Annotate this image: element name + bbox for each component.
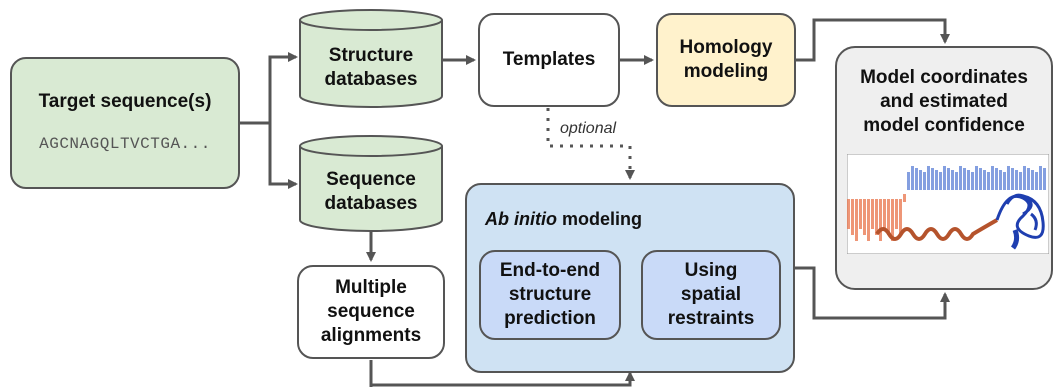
confidence-bar xyxy=(1019,172,1022,190)
msa-box: Multiple sequence alignments xyxy=(297,265,445,359)
confidence-bar xyxy=(855,199,858,241)
target-sequence-title: Target sequence(s) xyxy=(38,91,212,112)
structure-db-line1: Structure xyxy=(328,45,414,66)
arrow-msa-to-abinitio xyxy=(369,360,630,387)
confidence-bar xyxy=(927,166,930,190)
confidence-bar xyxy=(899,199,902,235)
sequence-db-line2: databases xyxy=(324,193,418,214)
confidence-bar xyxy=(959,166,962,190)
templates-label: Templates xyxy=(502,49,596,70)
templates-box: Templates xyxy=(478,13,620,107)
end-to-end-line3: prediction xyxy=(504,308,596,329)
arrow-target-to-sequence-db xyxy=(268,123,298,189)
confidence-bar xyxy=(859,199,862,229)
confidence-bar xyxy=(847,199,850,229)
msa-line2: sequence xyxy=(327,301,415,322)
confidence-bar xyxy=(1027,168,1030,190)
model-output-title: Model coordinates and estimated model co… xyxy=(837,66,1051,138)
sequence-databases-cylinder xyxy=(299,135,443,232)
spatial-line3: restraints xyxy=(667,308,755,329)
confidence-bar xyxy=(1011,168,1014,190)
output-line1: Model coordinates xyxy=(860,67,1028,88)
sequence-databases-label: Sequence databases xyxy=(298,168,444,216)
confidence-bar xyxy=(991,166,994,190)
confidence-bar xyxy=(875,199,878,235)
structure-databases-cylinder xyxy=(299,9,443,108)
homology-line1: Homology xyxy=(679,37,773,58)
target-sequence-value: AGCNAGQLTVCTGA... xyxy=(39,135,211,153)
homology-modeling-box: Homology modeling xyxy=(656,13,796,107)
confidence-bar xyxy=(887,199,890,235)
confidence-bar xyxy=(923,172,926,190)
confidence-bar xyxy=(911,166,914,190)
confidence-bar xyxy=(967,170,970,190)
confidence-bar xyxy=(851,199,854,235)
confidence-bar xyxy=(871,199,874,229)
confidence-bar xyxy=(951,170,954,190)
arrow-target-to-structure-db xyxy=(240,52,298,125)
abinitio-title-rest: modeling xyxy=(556,209,642,229)
target-sequence-box: Target sequence(s) AGCNAGQLTVCTGA... xyxy=(10,57,240,189)
confidence-bar xyxy=(907,172,910,190)
confidence-structure-image xyxy=(847,154,1049,254)
confidence-bar xyxy=(947,168,950,190)
homology-line2: modeling xyxy=(683,61,769,82)
confidence-bar xyxy=(867,199,870,241)
spatial-restraints-box: Using spatial restraints xyxy=(641,250,781,340)
model-output-box: Model coordinates and estimated model co… xyxy=(835,46,1053,290)
confidence-bar xyxy=(995,168,998,190)
confidence-bar xyxy=(1003,172,1006,190)
confidence-bar xyxy=(863,199,866,235)
spatial-line1: Using xyxy=(684,260,738,281)
confidence-bar xyxy=(1023,166,1026,190)
msa-line1: Multiple xyxy=(335,277,407,298)
confidence-bar xyxy=(971,172,974,190)
confidence-bar xyxy=(939,172,942,190)
folded-domain xyxy=(995,193,1045,250)
structure-databases-label: Structure databases xyxy=(298,44,444,92)
sequence-db-line1: Sequence xyxy=(326,169,416,190)
confidence-bar xyxy=(999,170,1002,190)
confidence-bar xyxy=(955,172,958,190)
confidence-bar xyxy=(883,199,886,229)
helix-ribbon xyxy=(875,218,998,241)
abinitio-title-italic: Ab initio xyxy=(485,209,557,229)
confidence-bar xyxy=(915,168,918,190)
confidence-bar xyxy=(975,166,978,190)
confidence-bar xyxy=(879,199,882,241)
arrow-homology-to-output xyxy=(796,18,950,62)
confidence-bar xyxy=(903,194,906,202)
structure-db-line2: databases xyxy=(324,69,418,90)
confidence-bar xyxy=(919,170,922,190)
confidence-bar xyxy=(891,199,894,241)
confidence-bar xyxy=(1031,170,1034,190)
output-line2: and estimated xyxy=(880,91,1008,112)
confidence-bar xyxy=(895,199,898,229)
confidence-bar xyxy=(943,166,946,190)
abinitio-title: Ab initio modeling xyxy=(485,207,642,231)
end-to-end-prediction-box: End-to-end structure prediction xyxy=(479,250,621,340)
confidence-bar xyxy=(935,170,938,190)
confidence-bar xyxy=(1043,168,1046,190)
confidence-bar xyxy=(1039,166,1042,190)
confidence-bar xyxy=(1007,166,1010,190)
spatial-line2: spatial xyxy=(680,284,742,305)
arrow-templates-optional-to-abinitio xyxy=(546,108,635,180)
end-to-end-line2: structure xyxy=(508,284,592,305)
confidence-bar xyxy=(1015,170,1018,190)
confidence-bar xyxy=(931,168,934,190)
end-to-end-line1: End-to-end xyxy=(499,260,601,281)
msa-line3: alignments xyxy=(320,325,422,346)
optional-label: optional xyxy=(560,120,617,137)
arrow-abinitio-to-output xyxy=(794,266,950,320)
confidence-bar xyxy=(987,172,990,190)
confidence-bar xyxy=(963,168,966,190)
confidence-bar xyxy=(1035,172,1038,190)
confidence-bar xyxy=(979,168,982,190)
confidence-bar xyxy=(983,170,986,190)
output-line3: model confidence xyxy=(863,115,1025,136)
confidence-bars xyxy=(847,166,1046,241)
